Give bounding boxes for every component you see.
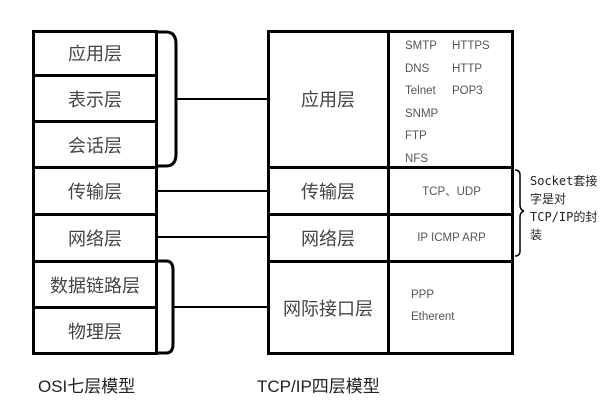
divider (32, 74, 158, 77)
tcpip-layer-application: 应用层 (301, 90, 355, 111)
divider (32, 120, 158, 123)
osi-model-box (32, 30, 158, 355)
osi-caption: OSI七层模型 (38, 377, 136, 396)
note-line: 装 (530, 228, 543, 242)
protocol: Etherent (411, 311, 455, 323)
tcpip-layer-network: 网络层 (301, 229, 355, 250)
osi-layer-network: 网络层 (68, 229, 122, 250)
socket-note: Socket套接 字是对 TCP/IP的封 装 (530, 172, 611, 244)
divider (267, 213, 514, 216)
osi-layer-session: 会话层 (68, 136, 122, 157)
protocol: HTTPS (452, 40, 490, 52)
divider (32, 213, 158, 216)
protocol: Telnet (405, 85, 436, 97)
divider (267, 166, 514, 169)
protocol: SNMP (405, 107, 439, 120)
protocol: FTP (405, 130, 427, 142)
note-line: TCP/IP的封 (530, 210, 598, 224)
osi-layer-physical: 物理层 (68, 322, 122, 343)
note-line: 字是对 (530, 192, 567, 206)
divider (32, 166, 158, 169)
osi-layer-application: 应用层 (68, 44, 122, 65)
protocol: PPP (411, 289, 435, 301)
divider (387, 30, 390, 355)
brace-socket (514, 169, 525, 257)
osi-layer-presentation: 表示层 (68, 90, 122, 111)
protocol: HTTP (452, 62, 483, 75)
bracket-upper (158, 30, 178, 168)
note-line: Socket套接 (530, 174, 598, 188)
tcpip-layer-transport: 传输层 (301, 182, 355, 203)
protocol: SMTP (405, 40, 437, 52)
application-protocols: SMTP HTTPS DNS HTTP Telnet POP3 SNMP FTP NF… (405, 35, 490, 170)
protocol: POP3 (452, 85, 483, 97)
divider (32, 260, 158, 263)
network-protocols: IP ICMP ARP (417, 232, 486, 244)
tcpip-caption: TCP/IP四层模型 (257, 377, 380, 396)
interface-protocols: PPP Etherent (411, 284, 454, 328)
tcpip-model-box (267, 30, 514, 355)
osi-layer-transport: 传输层 (68, 182, 122, 203)
transport-protocols: TCP、UDP (422, 186, 481, 198)
protocol: DNS (405, 62, 430, 75)
osi-layer-datalink: 数据链路层 (50, 276, 140, 297)
protocol: NFS (405, 152, 428, 165)
tcpip-layer-interface: 网际接口层 (283, 299, 373, 320)
divider (32, 306, 158, 309)
bracket-lower (158, 259, 175, 355)
divider (267, 260, 514, 263)
